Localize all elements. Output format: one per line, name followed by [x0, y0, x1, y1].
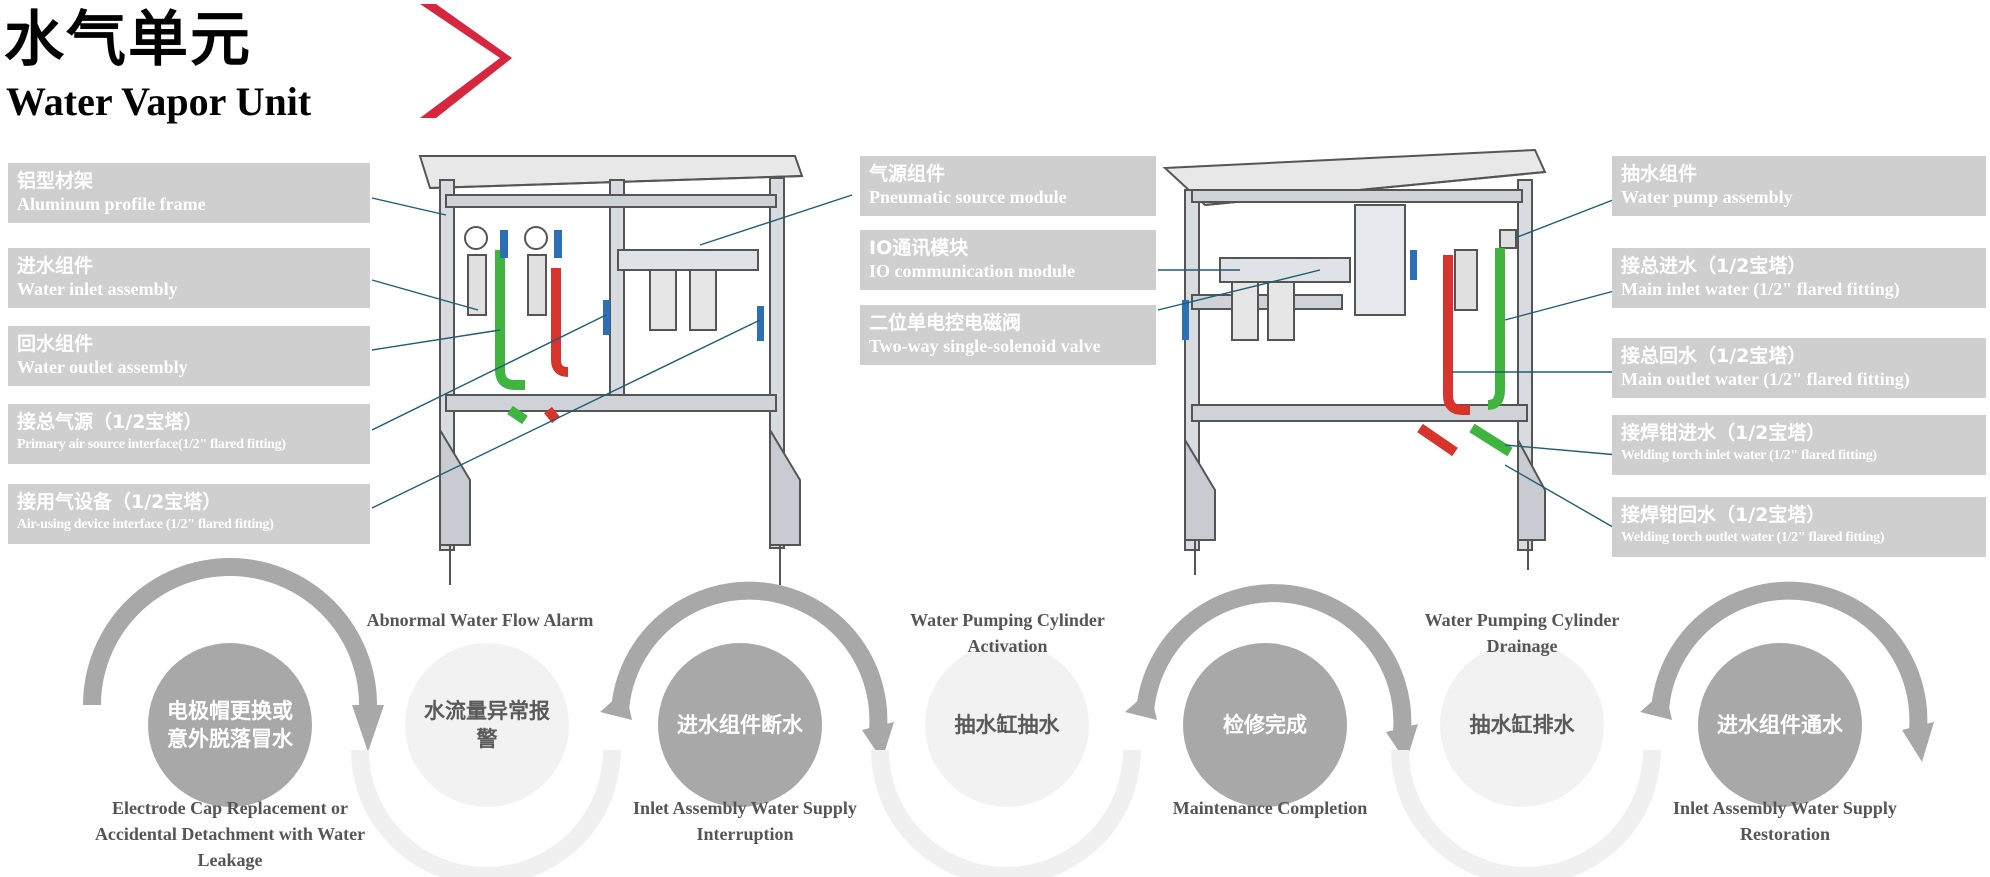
- callout-main-outlet: 接总回水（1/2宝塔） Main outlet water (1/2" flar…: [1612, 338, 1986, 398]
- callout-primary-air: 接总气源（1/2宝塔） Primary air source interface…: [8, 404, 370, 464]
- flow-step-1-circle: [148, 643, 312, 807]
- right-machine-drawing: [1162, 148, 1547, 575]
- flow-circles: [148, 643, 1862, 807]
- callout-torch-outlet: 接焊钳回水（1/2宝塔） Welding torch outlet water …: [1612, 497, 1986, 557]
- chevron-logo-icon: [420, 4, 512, 118]
- flow-step-5-circle: [1183, 643, 1347, 807]
- flow-step-2-circle: [405, 643, 569, 807]
- page-title-en: Water Vapor Unit: [6, 79, 312, 124]
- callout-torch-inlet: 接焊钳进水（1/2宝塔） Welding torch inlet water (…: [1612, 415, 1986, 475]
- flow-step-3-label: 进水组件断水: [677, 713, 803, 737]
- page-title-zh: 水气单元: [4, 5, 252, 75]
- callout-io-module: IO通讯模块 IO communication module: [860, 230, 1156, 290]
- flow-step-3-caption: Inlet Assembly Water Supply Interruption: [633, 798, 857, 844]
- callout-solenoid-valve: 二位单电控电磁阀 Two-way single-solenoid valve: [860, 305, 1156, 365]
- callout-water-pump: 抽水组件 Water pump assembly: [1612, 156, 1986, 216]
- callout-aluminum-frame: 铝型材架 Aluminum profile frame: [8, 163, 370, 223]
- flow-step-6-caption: Water Pumping Cylinder Drainage: [1424, 610, 1620, 656]
- callout-air-device: 接用气设备（1/2宝塔） Air-using device interface …: [8, 484, 370, 544]
- flow-step-6-label: 抽水缸排水: [1469, 713, 1575, 737]
- left-machine-drawing: [418, 155, 804, 585]
- flow-step-4-circle: [925, 643, 1089, 807]
- leader-lines: [371, 194, 1619, 531]
- flow-step-5-caption: Maintenance Completion: [1172, 798, 1368, 818]
- flow-step-5-label: 检修完成: [1223, 713, 1307, 737]
- flow-step-4-caption: Water Pumping Cylinder Activation: [910, 610, 1105, 656]
- flow-step-7-label: 进水组件通水: [1717, 713, 1843, 737]
- flow-step-6-circle: [1440, 643, 1604, 807]
- flow-step-7-circle: [1698, 643, 1862, 807]
- flow-step-2-label: 水流量异常报警: [424, 699, 550, 751]
- flow-step-3-circle: [658, 643, 822, 807]
- callout-water-outlet: 回水组件 Water outlet assembly: [8, 326, 370, 386]
- flow-step-1-caption: Electrode Cap Replacement or Accidental …: [94, 798, 366, 870]
- flow-step-7-caption: Inlet Assembly Water Supply Restoration: [1673, 798, 1897, 844]
- callout-pneumatic-source: 气源组件 Pneumatic source module: [860, 156, 1156, 216]
- flow-step-4-label: 抽水缸抽水: [954, 713, 1060, 737]
- callout-water-inlet: 进水组件 Water inlet assembly: [8, 248, 370, 308]
- flow-arcs: [83, 558, 1934, 877]
- flow-step-2-caption: Abnormal Water Flow Alarm: [366, 610, 594, 630]
- flow-step-1-label: 电极帽更换或意外脱落冒水: [167, 699, 293, 751]
- callout-main-inlet: 接总进水（1/2宝塔） Main inlet water (1/2" flare…: [1612, 248, 1986, 308]
